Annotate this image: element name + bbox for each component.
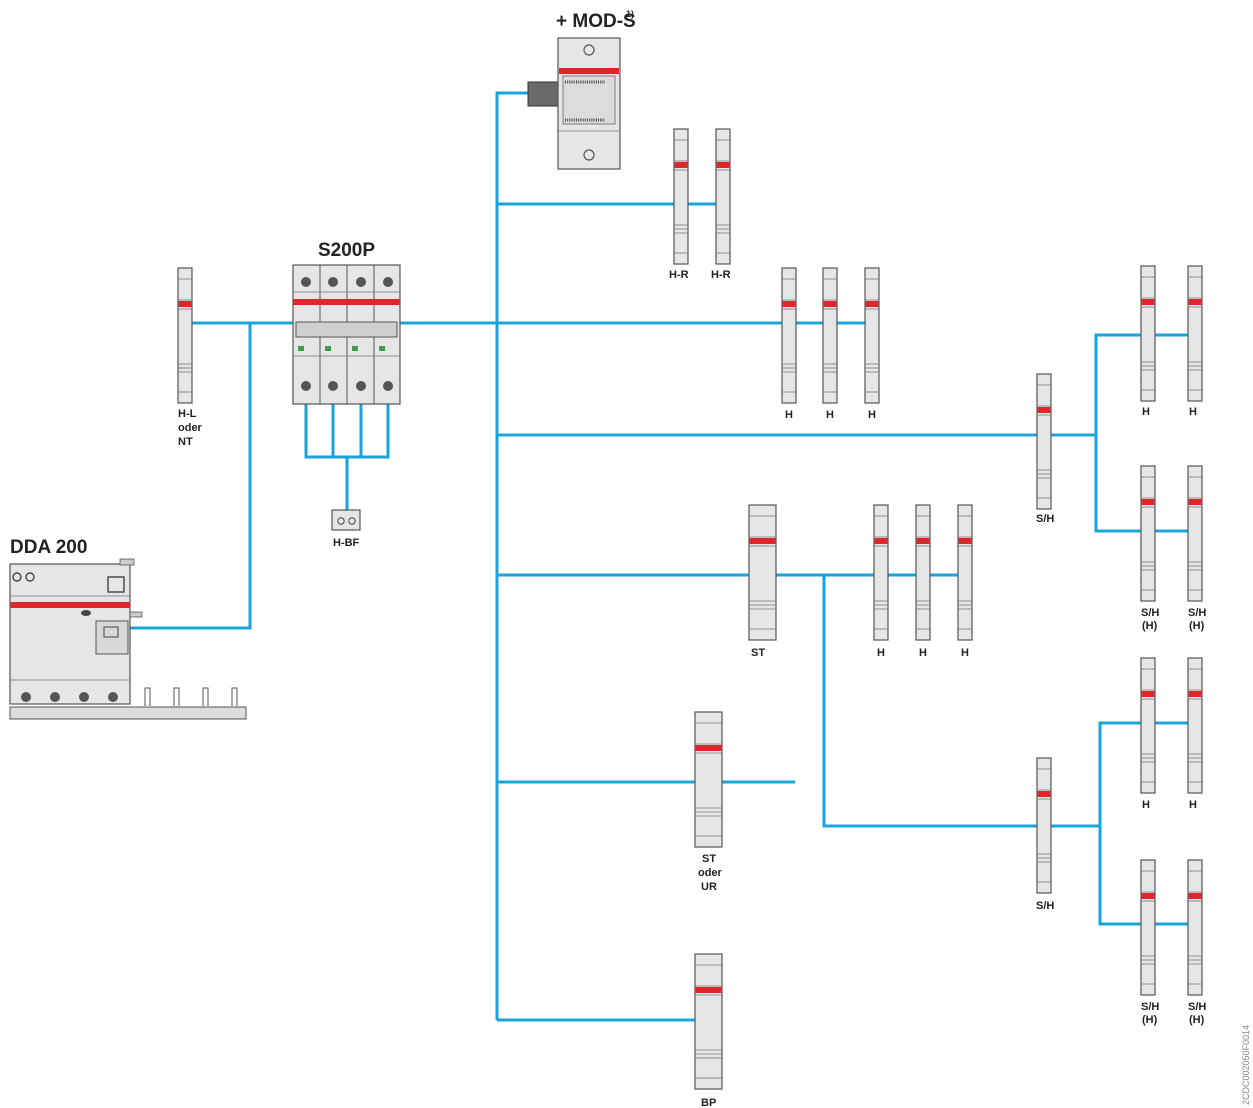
mod-s-title: + MOD-S (556, 11, 636, 32)
module-h-row2-a (873, 504, 889, 641)
wire-lr-bottom (1098, 826, 1141, 926)
label-shh-ur-b1: S/H (1188, 607, 1206, 619)
label-shh-lr-a2: (H) (1142, 1014, 1158, 1026)
mod-s-footnote: 1) (626, 9, 634, 19)
module-h-row1-b (822, 267, 838, 404)
module-shh-lr-a (1140, 859, 1156, 996)
label-shh-lr-b2: (H) (1189, 1014, 1205, 1026)
module-h-row1-a (781, 267, 797, 404)
s200p-breaker (292, 264, 401, 405)
module-h-lr-b (1187, 657, 1203, 794)
wires (130, 91, 1188, 1022)
label-h-row2-a: H (877, 647, 885, 659)
label-shh-ur-a1: S/H (1141, 607, 1159, 619)
label-sh-lower: S/H (1036, 900, 1054, 912)
module-sh-upper (1036, 373, 1052, 510)
s200p-title: S200P (318, 240, 375, 261)
label-h-ur-a: H (1142, 406, 1150, 418)
module-shh-ur-a (1140, 465, 1156, 602)
wire-main-bus (495, 91, 530, 1020)
dda200-device (9, 558, 247, 720)
module-hr-b (715, 128, 731, 265)
label-shh-ur-a2: (H) (1142, 620, 1158, 632)
module-hr-a (673, 128, 689, 265)
wire-hbf (304, 404, 390, 510)
label-st-ur-line2: oder (698, 867, 723, 879)
label-hl-line3: NT (178, 436, 193, 448)
label-hl-line2: oder (178, 422, 203, 434)
label-h-row2-b: H (919, 647, 927, 659)
label-shh-ur-b2: (H) (1189, 620, 1205, 632)
label-h-row1-b: H (826, 409, 834, 421)
module-st-ur (694, 711, 723, 848)
label-st-ur-line3: UR (701, 881, 717, 893)
hbf-terminal (331, 509, 361, 531)
label-h-lr-a: H (1142, 799, 1150, 811)
label-hbf: H-BF (333, 537, 360, 549)
module-sh-lower (1036, 757, 1052, 894)
wire-sh-lower-out (1051, 721, 1141, 828)
module-h-ur-b (1187, 265, 1203, 402)
label-h-ur-b: H (1189, 406, 1197, 418)
module-h-row2-c (957, 504, 973, 641)
wire-dda-feed (130, 321, 252, 630)
module-st (748, 504, 777, 641)
module-h-row2-b (915, 504, 931, 641)
module-hl (177, 267, 193, 404)
label-h-row1-a: H (785, 409, 793, 421)
module-bp (694, 953, 723, 1090)
label-hl-line1: H-L (178, 408, 197, 420)
label-sh-upper: S/H (1036, 513, 1054, 525)
label-h-row1-c: H (868, 409, 876, 421)
label-shh-lr-b1: S/H (1188, 1001, 1206, 1013)
mod-s-device (527, 37, 621, 170)
label-st: ST (751, 647, 765, 659)
wire-ur-bottom (1094, 435, 1141, 533)
label-st-ur-line1: ST (702, 853, 716, 865)
label-h-row2-c: H (961, 647, 969, 659)
document-code: 2CDC002050F0014 (1241, 1025, 1251, 1105)
module-shh-ur-b (1187, 465, 1203, 602)
label-h-lr-b: H (1189, 799, 1197, 811)
module-h-row1-c (864, 267, 880, 404)
label-hr-b: H-R (711, 269, 731, 281)
module-h-lr-a (1140, 657, 1156, 794)
wire-sh-lower (822, 575, 1038, 828)
label-shh-lr-a1: S/H (1141, 1001, 1159, 1013)
label-bp: BP (701, 1097, 716, 1108)
dda200-title: DDA 200 (10, 537, 87, 558)
module-shh-lr-b (1187, 859, 1203, 996)
module-h-ur-a (1140, 265, 1156, 402)
label-hr-a: H-R (669, 269, 689, 281)
wire-sh-upper-out (1051, 333, 1141, 437)
